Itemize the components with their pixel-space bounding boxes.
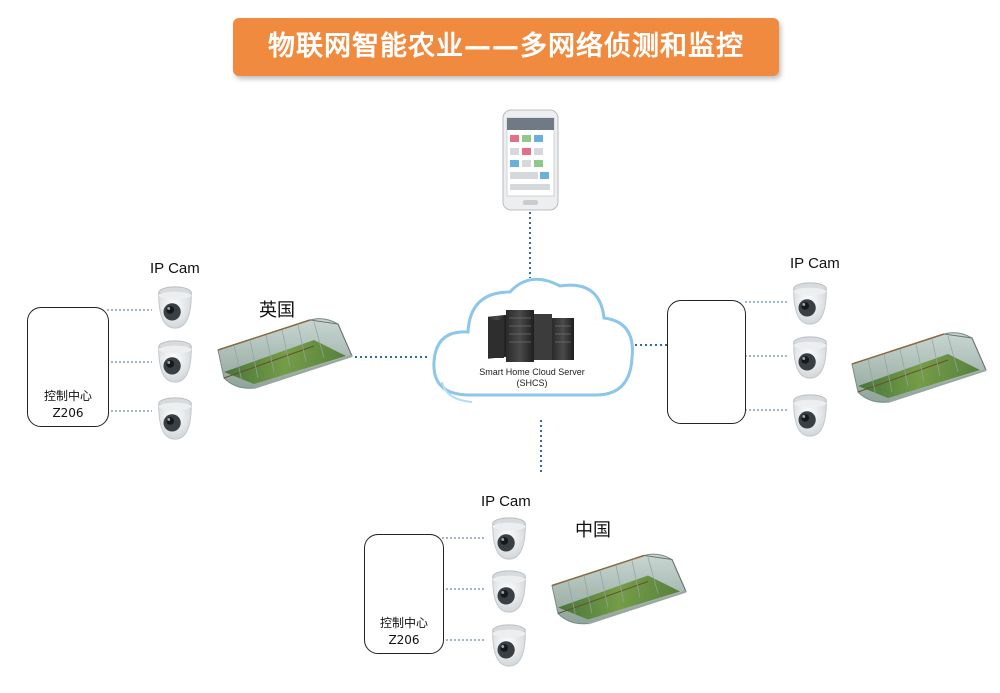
control-center-right — [667, 300, 746, 424]
dome-camera-icon — [158, 340, 192, 383]
camera-links — [107, 301, 787, 641]
country-label-uk: 英国 — [259, 300, 295, 321]
dome-camera-icon — [158, 286, 192, 329]
ip-cam-label: IP Cam — [481, 493, 531, 510]
control-center-model: Z206 — [52, 406, 84, 420]
dome-camera-icon — [793, 336, 827, 379]
control-center-label: 控制中心 — [379, 616, 428, 630]
greenhouse-icon — [851, 331, 987, 404]
greenhouse-icon — [550, 553, 688, 625]
country-label-china: 中国 — [575, 520, 611, 541]
diagram-title: 物联网智能农业——多网络侦测和监控 — [233, 18, 779, 76]
dome-camera-icon — [492, 624, 526, 667]
ip-cam-label: IP Cam — [790, 255, 840, 272]
smartphone-icon — [502, 109, 559, 211]
dome-camera-icon — [158, 397, 192, 440]
ip-cam-label: IP Cam — [150, 260, 200, 277]
cloud-server-icon — [432, 277, 634, 403]
control-center-model: Z206 — [388, 633, 420, 647]
network-links — [355, 212, 668, 475]
cloud-label-abbr: (SHCS) — [516, 378, 548, 388]
control-center-uk: 控制中心 Z206 — [27, 307, 109, 427]
control-center-label: 控制中心 — [43, 389, 92, 403]
dome-camera-icon — [492, 517, 526, 560]
dome-camera-icon — [492, 570, 526, 613]
control-center-china: 控制中心 Z206 — [364, 534, 444, 654]
cloud-label: Smart Home Cloud Server — [479, 367, 585, 377]
greenhouse-icon — [217, 317, 353, 390]
dome-camera-icon — [793, 282, 827, 325]
dome-camera-icon — [793, 394, 827, 437]
